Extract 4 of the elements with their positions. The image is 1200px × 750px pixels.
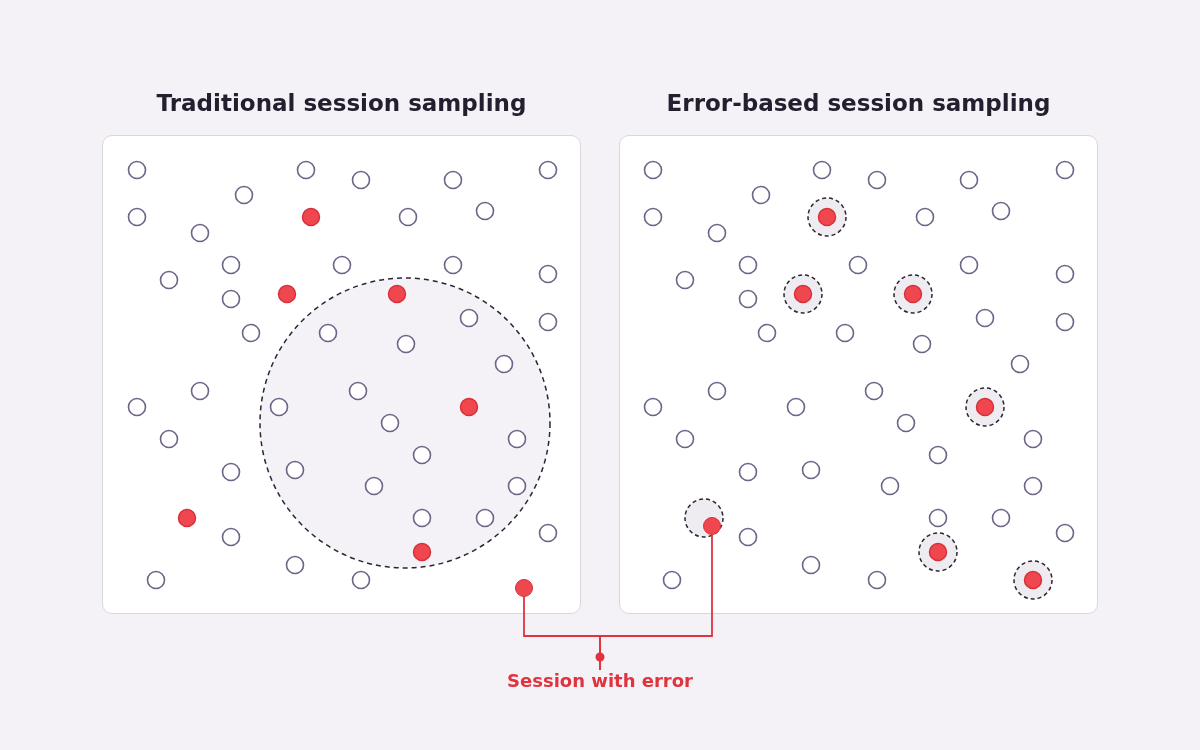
leader-line bbox=[599, 534, 713, 671]
panel-heading: Error-based session sampling bbox=[665, 89, 1052, 118]
leader-label: Session with error bbox=[500, 670, 700, 696]
panel-heading: Traditional session sampling bbox=[155, 89, 528, 118]
